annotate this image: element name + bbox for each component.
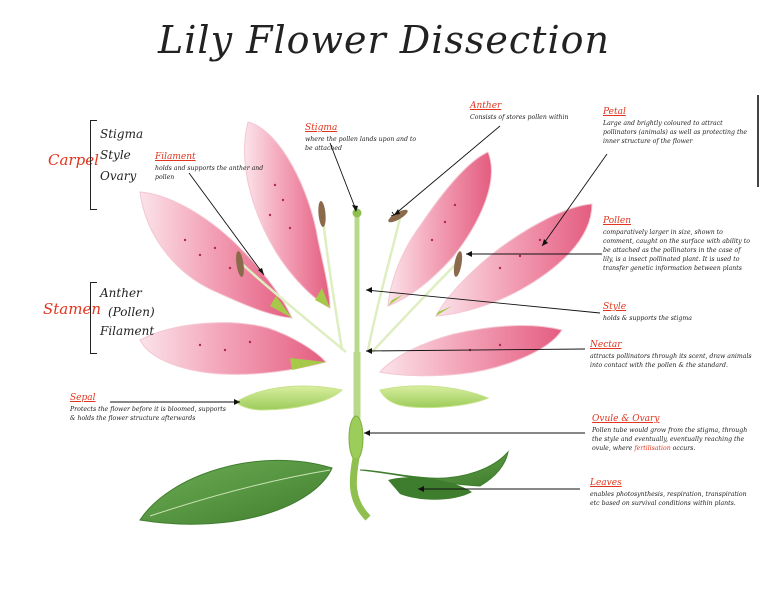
- note-anther: Anther Consists of stores pollen within: [470, 101, 580, 122]
- page-title: Lily Flower Dissection: [158, 18, 610, 62]
- note-anther-title: Anther: [470, 101, 502, 111]
- note-leaves: Leaves enables photosynthesis, respirati…: [590, 478, 752, 508]
- note-anther-text: Consists of stores pollen within: [470, 114, 569, 121]
- pointer-lines: [110, 125, 608, 490]
- note-sepal-text: Protects the flower before it is bloomed…: [70, 406, 226, 422]
- leaves: [139, 450, 509, 525]
- sepals: [235, 385, 490, 411]
- note-nectar-text: attracts pollinators through its scent, …: [590, 353, 752, 369]
- stamen-group-label: Stamen: [43, 300, 102, 318]
- carpel-part-list: Stigma Style Ovary: [100, 124, 143, 187]
- note-petal: Petal Large and brightly coloured to att…: [603, 107, 751, 146]
- note-sepal-title: Sepal: [70, 393, 96, 403]
- petal-upper-left: [244, 121, 331, 309]
- note-ovule-highlight: fertilisation: [634, 445, 671, 452]
- stem: [348, 352, 371, 521]
- note-filament-text: holds and supports the anther and pollen: [155, 165, 264, 181]
- note-ovule-body: Pollen tube would grow from the stigma, …: [592, 426, 752, 453]
- note-sepal: Sepal Protects the flower before it is b…: [70, 393, 230, 423]
- note-stigma: Stigma where the pollen lands upon and t…: [305, 123, 425, 153]
- note-style-text: holds & supports the stigma: [603, 315, 692, 322]
- note-leaves-text: enables photosynthesis, respiration, tra…: [590, 491, 747, 507]
- note-ovule: Ovule & Ovary Pollen tube would grow fro…: [592, 414, 752, 453]
- pistil: [352, 208, 362, 352]
- page-edge-mark: [757, 95, 759, 187]
- note-style: Style holds & supports the stigma: [603, 302, 743, 323]
- note-filament-title: Filament: [155, 152, 196, 162]
- petal-left: [139, 191, 293, 319]
- note-filament: Filament holds and supports the anther a…: [155, 152, 280, 182]
- petal-upper-right: [387, 151, 492, 307]
- note-pollen-title: Pollen: [603, 216, 631, 226]
- note-stigma-text: where the pollen lands upon and to be at…: [305, 136, 417, 152]
- note-leaves-title: Leaves: [590, 478, 622, 488]
- note-petal-title: Petal: [603, 107, 626, 117]
- carpel-bracket: [90, 120, 97, 210]
- part-pollen: (Pollen): [108, 305, 155, 319]
- stamen-bracket: [90, 282, 97, 354]
- anthers: [236, 201, 463, 277]
- note-nectar: Nectar attracts pollinators through its …: [590, 340, 752, 370]
- part-filament: Filament: [100, 324, 155, 338]
- part-anther: Anther: [100, 286, 142, 300]
- part-ovary: Ovary: [100, 169, 137, 183]
- part-style: Style: [100, 148, 131, 162]
- note-ovule-text-end: occurs.: [672, 445, 696, 452]
- petal-lower-right: [379, 325, 563, 377]
- carpel-group-label: Carpel: [48, 151, 99, 169]
- stamen-part-list: Anther (Pollen) Filament: [100, 284, 155, 341]
- note-pollen: Pollen comparatively larger in size, sho…: [603, 216, 751, 273]
- petal-right: [435, 203, 593, 317]
- note-ovule-text: Pollen tube would grow from the stigma, …: [592, 427, 748, 452]
- note-petal-text: Large and brightly coloured to attract p…: [603, 120, 748, 145]
- pointer-arrowheads: [234, 205, 548, 492]
- note-nectar-title: Nectar: [590, 340, 622, 350]
- note-pollen-text: comparatively larger in size, shown to c…: [603, 229, 750, 272]
- petal-lower-left: [139, 322, 327, 375]
- note-style-title: Style: [603, 302, 627, 312]
- note-ovule-title: Ovule & Ovary: [592, 414, 660, 424]
- petal-spots: [183, 183, 542, 352]
- note-stigma-title: Stigma: [305, 123, 338, 133]
- part-stigma: Stigma: [100, 127, 144, 141]
